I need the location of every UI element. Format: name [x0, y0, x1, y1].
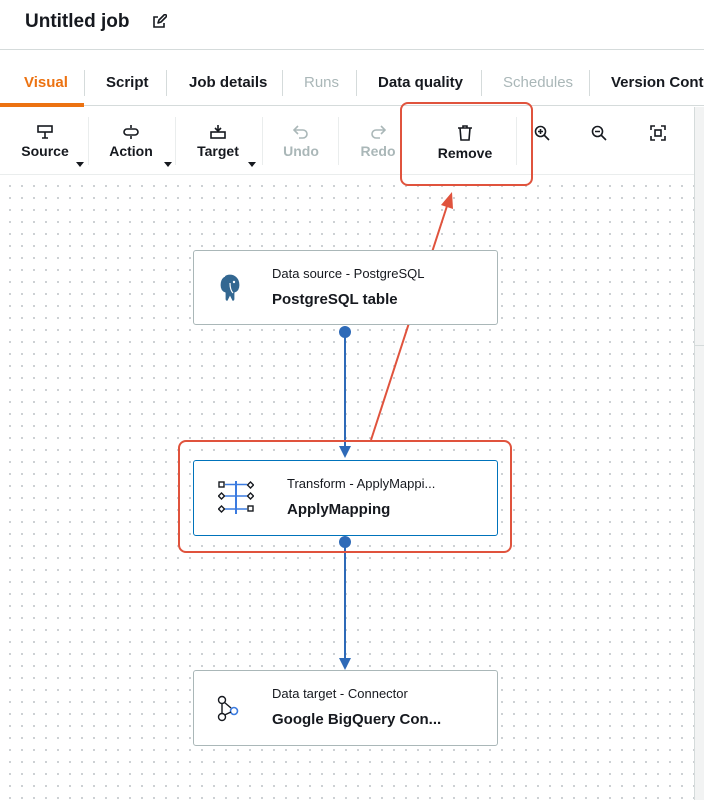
- tab-data-quality[interactable]: Data quality: [378, 74, 464, 91]
- active-tab-indicator: [0, 103, 84, 107]
- remove-label: Remove: [437, 145, 493, 161]
- tab-divider: [84, 70, 85, 96]
- fit-to-screen-icon: [650, 125, 666, 141]
- trash-icon: [458, 125, 472, 141]
- tab-divider: [589, 70, 590, 96]
- zoom-in-button[interactable]: [530, 107, 554, 175]
- node-type-label: Transform - ApplyMappi...: [287, 476, 436, 491]
- source-label: Source: [21, 143, 69, 159]
- transform-node[interactable]: Transform - ApplyMappi... ApplyMapping: [193, 460, 498, 536]
- node-name-label: ApplyMapping: [287, 501, 391, 518]
- node-type-label: Data target - Connector: [272, 686, 408, 701]
- undo-button[interactable]: Undo: [276, 107, 326, 175]
- target-node[interactable]: Data target - Connector Google BigQuery …: [193, 670, 498, 746]
- zoom-out-button[interactable]: [587, 107, 611, 175]
- caret-down-icon: [248, 162, 256, 167]
- zoom-out-icon: [591, 125, 607, 141]
- canvas-toolbar: Source Action Target Undo Redo: [0, 107, 694, 175]
- target-label: Target: [197, 143, 239, 159]
- job-title: Untitled job: [25, 11, 130, 32]
- caret-down-icon: [76, 162, 84, 167]
- action-button[interactable]: Action: [102, 107, 172, 175]
- tab-divider: [356, 70, 357, 96]
- pencil-square-icon[interactable]: [151, 14, 167, 30]
- tab-version-control[interactable]: Version Contro: [611, 74, 704, 91]
- toolbar-divider: [175, 117, 176, 165]
- remove-button[interactable]: Remove: [430, 107, 500, 175]
- toolbar-divider: [262, 117, 263, 165]
- tab-schedules[interactable]: Schedules: [503, 74, 574, 91]
- action-label: Action: [109, 143, 153, 159]
- redo-icon: [371, 125, 386, 139]
- fit-to-screen-button[interactable]: [646, 107, 670, 175]
- node-name-label: Google BigQuery Con...: [272, 711, 442, 728]
- toolbar-divider: [516, 117, 517, 165]
- tab-divider: [481, 70, 482, 96]
- postgresql-elephant-icon: [219, 273, 241, 302]
- node-type-label: Data source - PostgreSQL: [272, 266, 425, 281]
- zoom-in-icon: [534, 125, 550, 141]
- transform-node-highlight: [178, 440, 512, 553]
- source-node-icon: [37, 125, 53, 139]
- source-button[interactable]: Source: [16, 107, 84, 175]
- undo-label: Undo: [283, 143, 319, 159]
- remove-button-highlight: [400, 102, 533, 186]
- source-node[interactable]: Data source - PostgreSQL PostgreSQL tabl…: [193, 250, 498, 325]
- tab-job-details[interactable]: Job details: [189, 74, 268, 91]
- toolbar-divider: [88, 117, 89, 165]
- side-panel-edge: [694, 107, 704, 800]
- tab-divider: [166, 70, 167, 96]
- redo-label: Redo: [360, 143, 396, 159]
- connector-icon: [217, 695, 239, 722]
- tab-script[interactable]: Script: [106, 74, 149, 91]
- target-node-icon: [210, 125, 226, 139]
- undo-icon: [293, 125, 308, 139]
- tab-divider: [282, 70, 283, 96]
- target-button[interactable]: Target: [190, 107, 256, 175]
- toolbar-divider: [338, 117, 339, 165]
- job-tabs: Visual Script Job details Runs Data qual…: [0, 60, 704, 107]
- redo-button[interactable]: Redo: [353, 107, 403, 175]
- tab-runs[interactable]: Runs: [304, 74, 340, 91]
- apply-mapping-icon: [218, 481, 254, 514]
- action-node-icon: [123, 125, 139, 139]
- caret-down-icon: [164, 162, 172, 167]
- job-header: Untitled job: [0, 0, 704, 50]
- side-panel-divider: [694, 345, 704, 346]
- tab-visual[interactable]: Visual: [24, 74, 68, 91]
- node-name-label: PostgreSQL table: [272, 291, 398, 308]
